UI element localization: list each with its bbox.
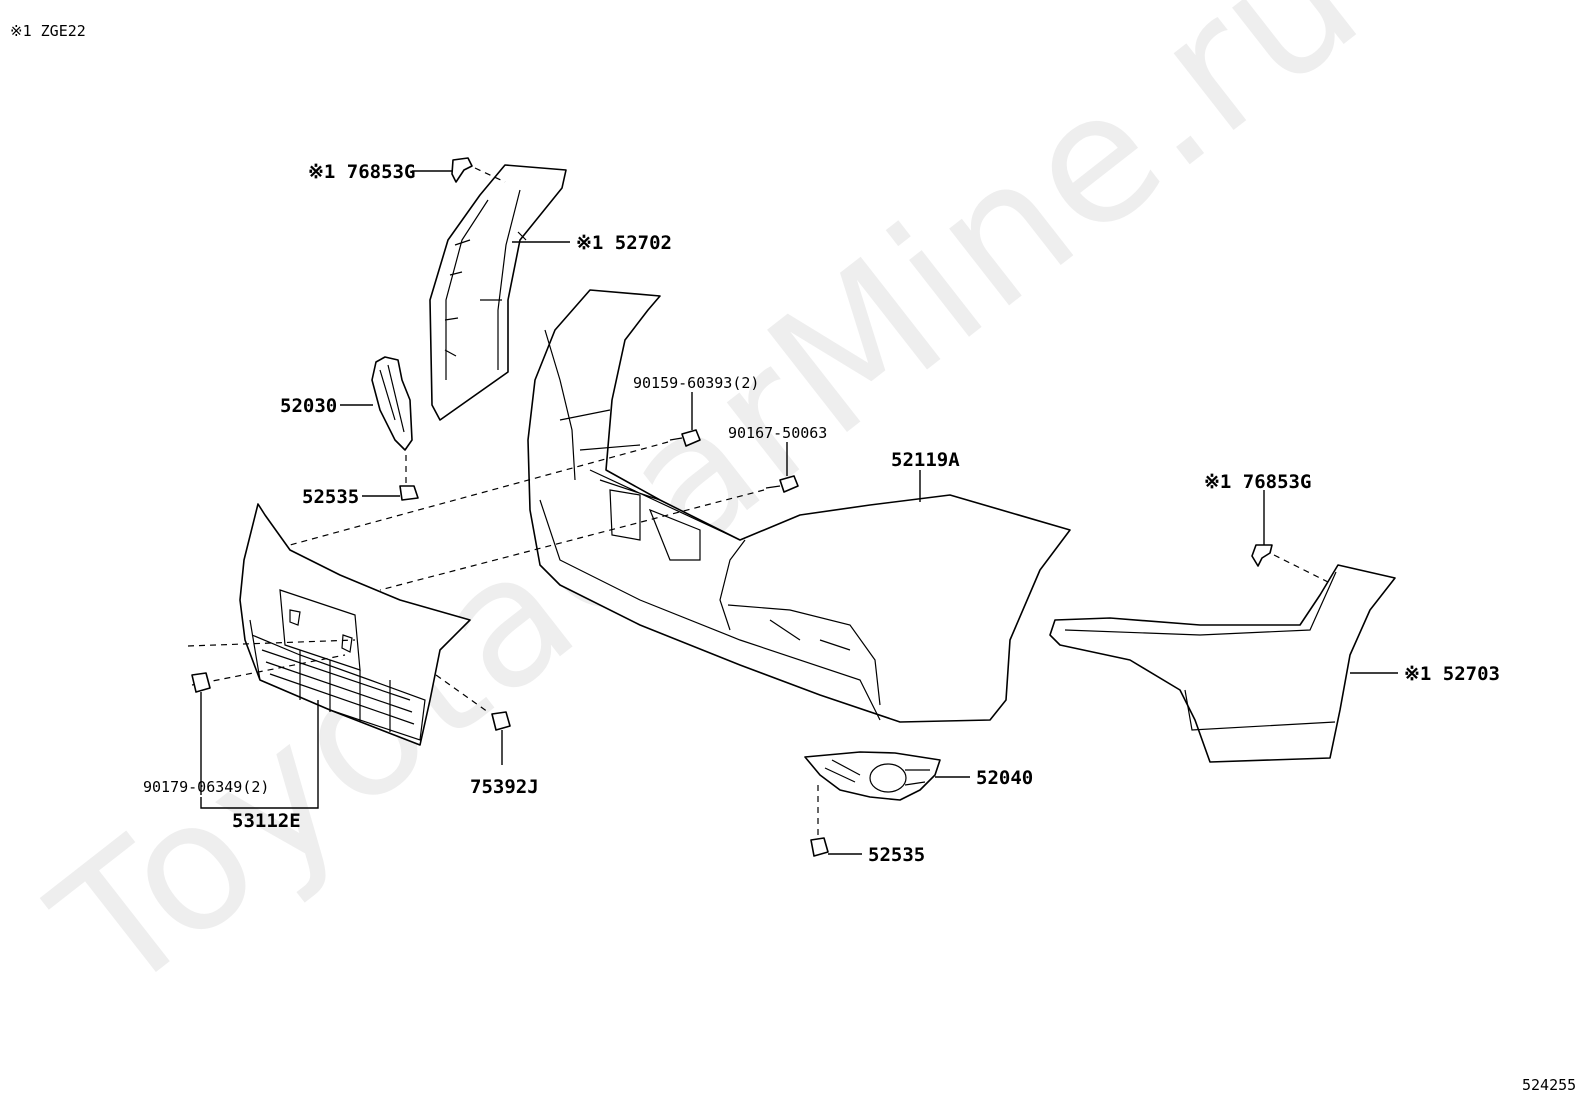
part-52119a-front-bumper[interactable] <box>527 289 1071 723</box>
part-52030-bezel[interactable] <box>371 356 413 451</box>
label-52119a: 52119A <box>891 449 960 471</box>
part-90159-bolt[interactable] <box>669 429 701 447</box>
part-90167-bolt[interactable] <box>765 475 799 493</box>
label-90159: 90159-60393(2) <box>633 374 759 392</box>
part-76853g-clip-left[interactable] <box>451 157 473 183</box>
part-52703-side-cover[interactable] <box>1049 564 1396 763</box>
label-76853g-right: ※1 76853G <box>1204 471 1311 493</box>
part-52702-side-cover[interactable] <box>429 164 567 421</box>
label-90179: 90179-06349(2) <box>143 778 269 796</box>
label-52535-bottom: 52535 <box>868 844 925 866</box>
diagram-id: 524255 <box>1522 1076 1576 1094</box>
label-52040: 52040 <box>976 767 1033 789</box>
label-52703: ※1 52703 <box>1404 663 1500 685</box>
part-76853g-clip-right[interactable] <box>1251 544 1273 567</box>
watermark: ToyotaCarMine.ru <box>18 0 1397 1034</box>
label-52702: ※1 52702 <box>576 232 672 254</box>
part-90179-nut[interactable] <box>191 672 211 693</box>
label-52030: 52030 <box>280 395 337 417</box>
label-52535-left: 52535 <box>302 486 359 508</box>
label-90167: 90167-50063 <box>728 424 827 442</box>
part-53112e-grille[interactable] <box>239 503 471 746</box>
model-note: ※1 ZGE22 <box>10 22 86 40</box>
label-53112e: 53112E <box>232 810 301 832</box>
label-75392j: 75392J <box>470 776 539 798</box>
part-52535-clip-left[interactable] <box>399 485 419 501</box>
part-52040-fog-cover[interactable] <box>804 751 941 801</box>
part-52535-clip-bottom[interactable] <box>810 837 829 857</box>
label-76853g-left: ※1 76853G <box>308 161 415 183</box>
part-75392j-clip[interactable] <box>491 711 511 731</box>
